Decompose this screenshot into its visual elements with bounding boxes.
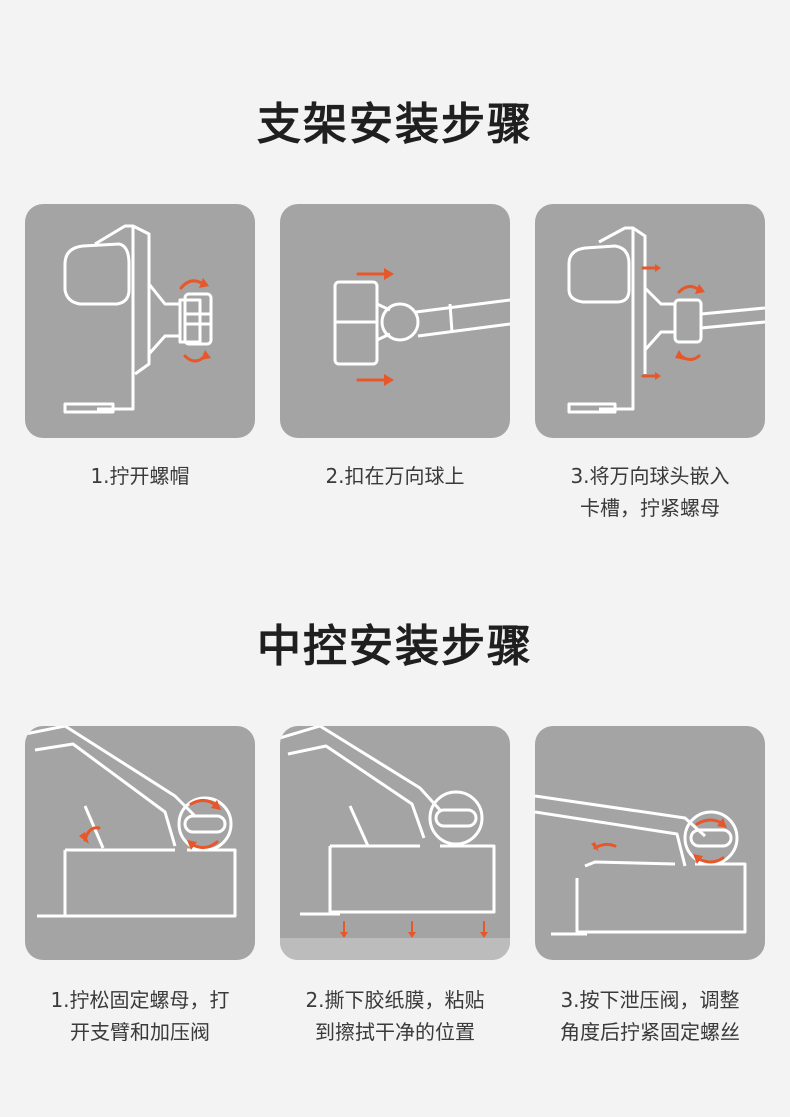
bracket-unscrew-nut-illustration (63, 224, 213, 414)
step-illustration-adjust-angle (535, 726, 765, 960)
step-illustration-loosen-nut (25, 726, 255, 960)
caption-line: 3.将万向球头嵌入 (570, 464, 730, 488)
caption-line: 开支臂和加压阀 (70, 1020, 210, 1044)
caption-line: 2.撕下胶纸膜，粘贴 (305, 988, 485, 1012)
step-illustration-unscrew-nut (25, 204, 255, 438)
caption-line: 角度后拧紧固定螺丝 (560, 1020, 740, 1044)
step-caption: 1.拧松固定螺母，打 开支臂和加压阀 (15, 984, 265, 1048)
caption-line: 卡槽，拧紧螺母 (580, 496, 720, 520)
console-peel-film-illustration (280, 726, 510, 960)
section-title-bracket-install: 支架安装步骤 (257, 99, 533, 150)
caption-line: 到擦拭干净的位置 (315, 1020, 475, 1044)
bracket-clip-ball-illustration (333, 268, 510, 386)
bracket-insert-ball-illustration (567, 226, 765, 414)
caption-line: 1.拧开螺帽 (90, 464, 190, 488)
step-illustration-peel-film (280, 726, 510, 960)
step-illustration-clip-ball (280, 204, 510, 438)
step-caption: 3.将万向球头嵌入 卡槽，拧紧螺母 (525, 460, 775, 524)
caption-line: 2.扣在万向球上 (325, 464, 465, 488)
console-adjust-angle-illustration (535, 794, 747, 936)
step-caption: 2.撕下胶纸膜，粘贴 到擦拭干净的位置 (270, 984, 520, 1048)
step-caption: 3.按下泄压阀，调整 角度后拧紧固定螺丝 (525, 984, 775, 1048)
section-title-console-install: 中控安装步骤 (257, 621, 533, 672)
step-illustration-insert-ball (535, 204, 765, 438)
caption-line: 1.拧松固定螺母，打 (50, 988, 230, 1012)
console-loosen-nut-illustration (25, 726, 237, 918)
caption-line: 3.按下泄压阀，调整 (560, 988, 740, 1012)
step-caption: 2.扣在万向球上 (270, 460, 520, 492)
step-caption: 1.拧开螺帽 (15, 460, 265, 492)
